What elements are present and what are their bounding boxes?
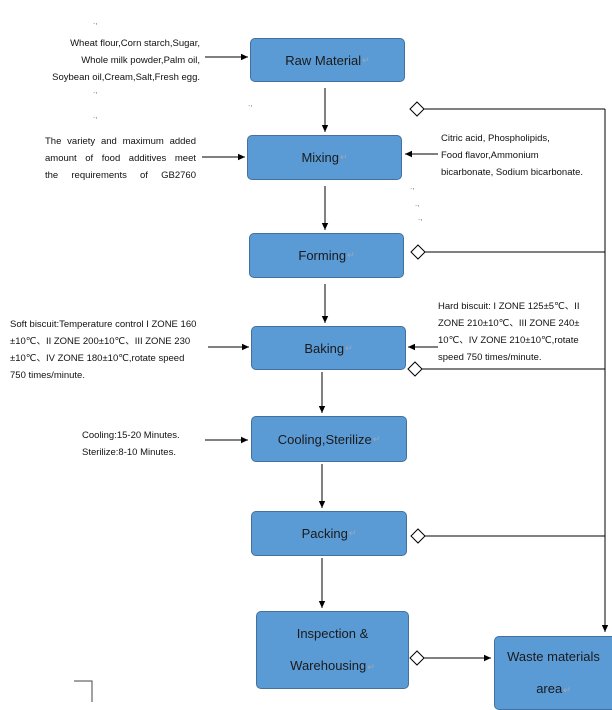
note-line: Food flavor,Ammonium xyxy=(441,150,539,161)
note-line: 750 times/minute. xyxy=(10,370,85,381)
paragraph-mark: ↵ xyxy=(347,250,355,260)
note-line: Wheat flour,Corn starch,Sugar, xyxy=(70,38,200,49)
diamond-raw xyxy=(409,101,425,117)
note-line: speed 750 times/minute. xyxy=(438,352,542,363)
step-cooling-sterilize: Cooling,Sterilize↵ xyxy=(251,416,407,462)
step-inspection-warehousing: Inspection & Warehousing↵ xyxy=(256,611,409,689)
step-label-line-2: area xyxy=(536,680,563,696)
note-line: Cooling:15-20 Minutes. xyxy=(82,430,180,441)
note-line: Citric acid, Phospholipids, xyxy=(441,133,550,144)
step-label-line-1: Inspection & xyxy=(296,625,369,641)
corner-mark xyxy=(74,680,93,702)
paragraph-mark: ↵ xyxy=(563,684,571,695)
format-mark: ., xyxy=(93,111,98,120)
note-line: ±10℃、IV ZONE 180±10℃,rotate speed xyxy=(10,353,185,364)
format-mark: ., xyxy=(93,86,98,95)
format-mark: ., xyxy=(415,199,420,208)
note-line: The variety and maximum added xyxy=(45,136,196,147)
diamond-packing xyxy=(410,528,426,544)
note-line: amount of food additives meet xyxy=(45,153,196,164)
step-mixing: Mixing↵ xyxy=(247,135,402,180)
paragraph-mark: ↵ xyxy=(348,528,357,538)
format-mark: ., xyxy=(93,17,98,26)
note-line: the requirements of GB2760 xyxy=(45,170,196,181)
step-packing: Packing↵ xyxy=(251,511,407,556)
note-line: Whole milk powder,Palm oil, xyxy=(81,55,200,66)
step-label: Raw Material xyxy=(285,52,362,68)
format-mark: ., xyxy=(410,182,415,191)
note-additives-rule: The variety and maximum added amount of … xyxy=(45,133,196,184)
step-label: Forming xyxy=(298,248,347,263)
step-raw-material: Raw Material↵ xyxy=(250,38,405,82)
paragraph-mark: ↵ xyxy=(340,152,348,162)
format-mark: ., xyxy=(248,99,253,108)
note-hard-biscuit: Hard biscuit: I ZONE 125±5℃、II ZONE 210±… xyxy=(438,298,598,366)
paragraph-mark: ↵ xyxy=(367,661,375,672)
note-line: Hard biscuit: I ZONE 125±5℃、II xyxy=(438,301,580,312)
paragraph-mark: ↵ xyxy=(362,54,370,65)
diamond-baking xyxy=(407,361,423,377)
step-label-line-1: Waste materials xyxy=(507,648,600,664)
step-label: Packing xyxy=(301,526,348,541)
note-line: Sterilize:8-10 Minutes. xyxy=(82,447,176,458)
note-soft-biscuit: Soft biscuit:Temperature control I ZONE … xyxy=(10,316,210,384)
step-waste-materials-area: Waste materials area↵ xyxy=(494,636,612,710)
paragraph-mark: ↵ xyxy=(372,433,381,444)
note-line: ZONE 210±10℃、III ZONE 240± xyxy=(438,318,580,329)
step-label: Cooling,Sterilize xyxy=(277,431,372,447)
note-line: Soft biscuit:Temperature control I ZONE … xyxy=(10,319,197,330)
note-line: ±10℃、II ZONE 200±10℃、III ZONE 230 xyxy=(10,336,191,347)
note-line: 10℃、IV ZONE 210±10℃,rotate xyxy=(438,335,579,346)
note-cooling: Cooling:15-20 Minutes. Sterilize:8-10 Mi… xyxy=(82,427,202,461)
format-mark: ., xyxy=(418,213,423,222)
step-baking: Baking↵ xyxy=(251,326,406,370)
note-line: Soybean oil,Cream,Salt,Fresh egg. xyxy=(52,72,200,83)
diamond-forming xyxy=(410,244,426,260)
step-label: Baking xyxy=(304,340,345,356)
diamond-inspection xyxy=(409,650,425,666)
step-forming: Forming↵ xyxy=(249,233,404,278)
note-additives-list: Citric acid, Phospholipids, Food flavor,… xyxy=(441,130,601,181)
step-label-line-2: Warehousing xyxy=(290,657,367,673)
step-label: Mixing xyxy=(301,150,340,165)
paragraph-mark: ↵ xyxy=(345,342,353,353)
note-raw-inputs: Wheat flour,Corn starch,Sugar, Whole mil… xyxy=(30,35,200,86)
note-line: bicarbonate, Sodium bicarbonate. xyxy=(441,167,584,178)
